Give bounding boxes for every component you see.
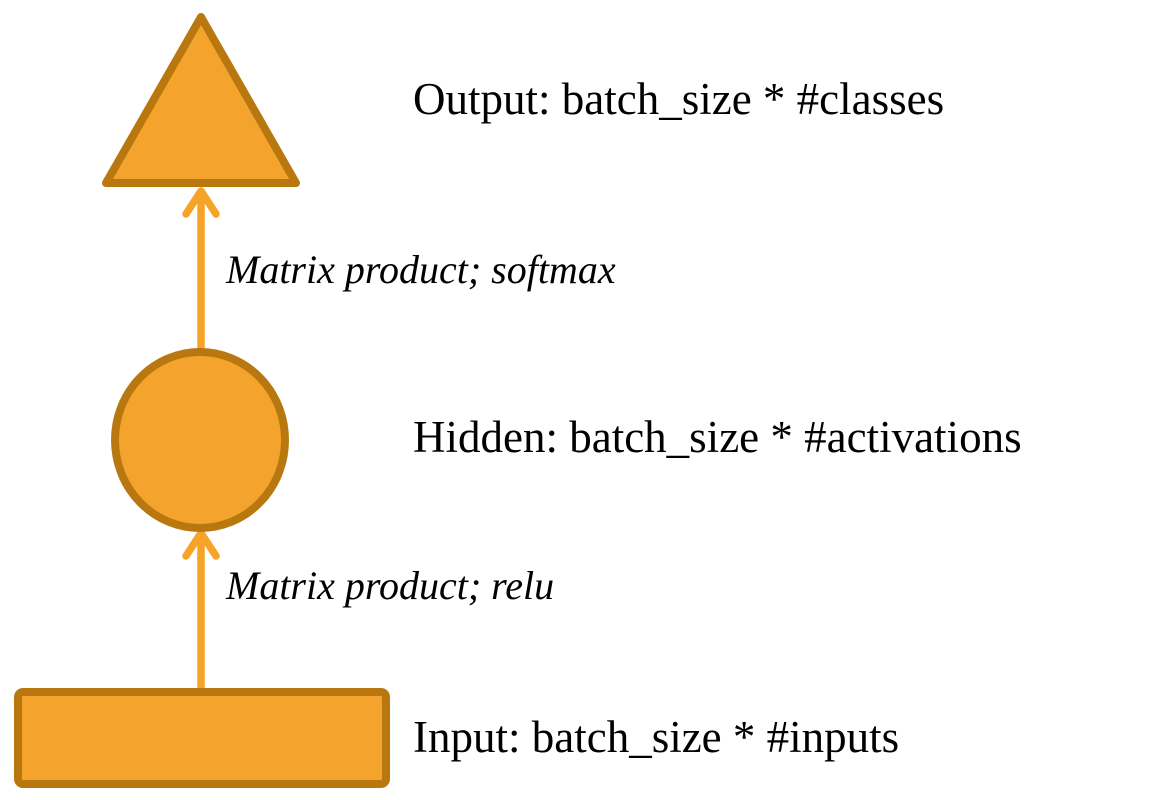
input-rectangle-shape [14, 688, 390, 788]
arrow-head-icon [182, 187, 220, 218]
arrow-head-icon [182, 529, 220, 560]
edge-arrow-softmax [182, 187, 220, 352]
edge-label-softmax: Matrix product; softmax [226, 247, 616, 292]
output-label: Output: batch_size * #classes [413, 74, 945, 124]
output-triangle-shape [102, 13, 300, 187]
hidden-circle-shape [111, 348, 289, 532]
input-label: Input: batch_size * #inputs [413, 712, 900, 762]
edge-arrow-relu [182, 529, 220, 692]
edge-label-relu: Matrix product; relu [226, 563, 555, 608]
hidden-label: Hidden: batch_size * #activations [413, 412, 1022, 462]
